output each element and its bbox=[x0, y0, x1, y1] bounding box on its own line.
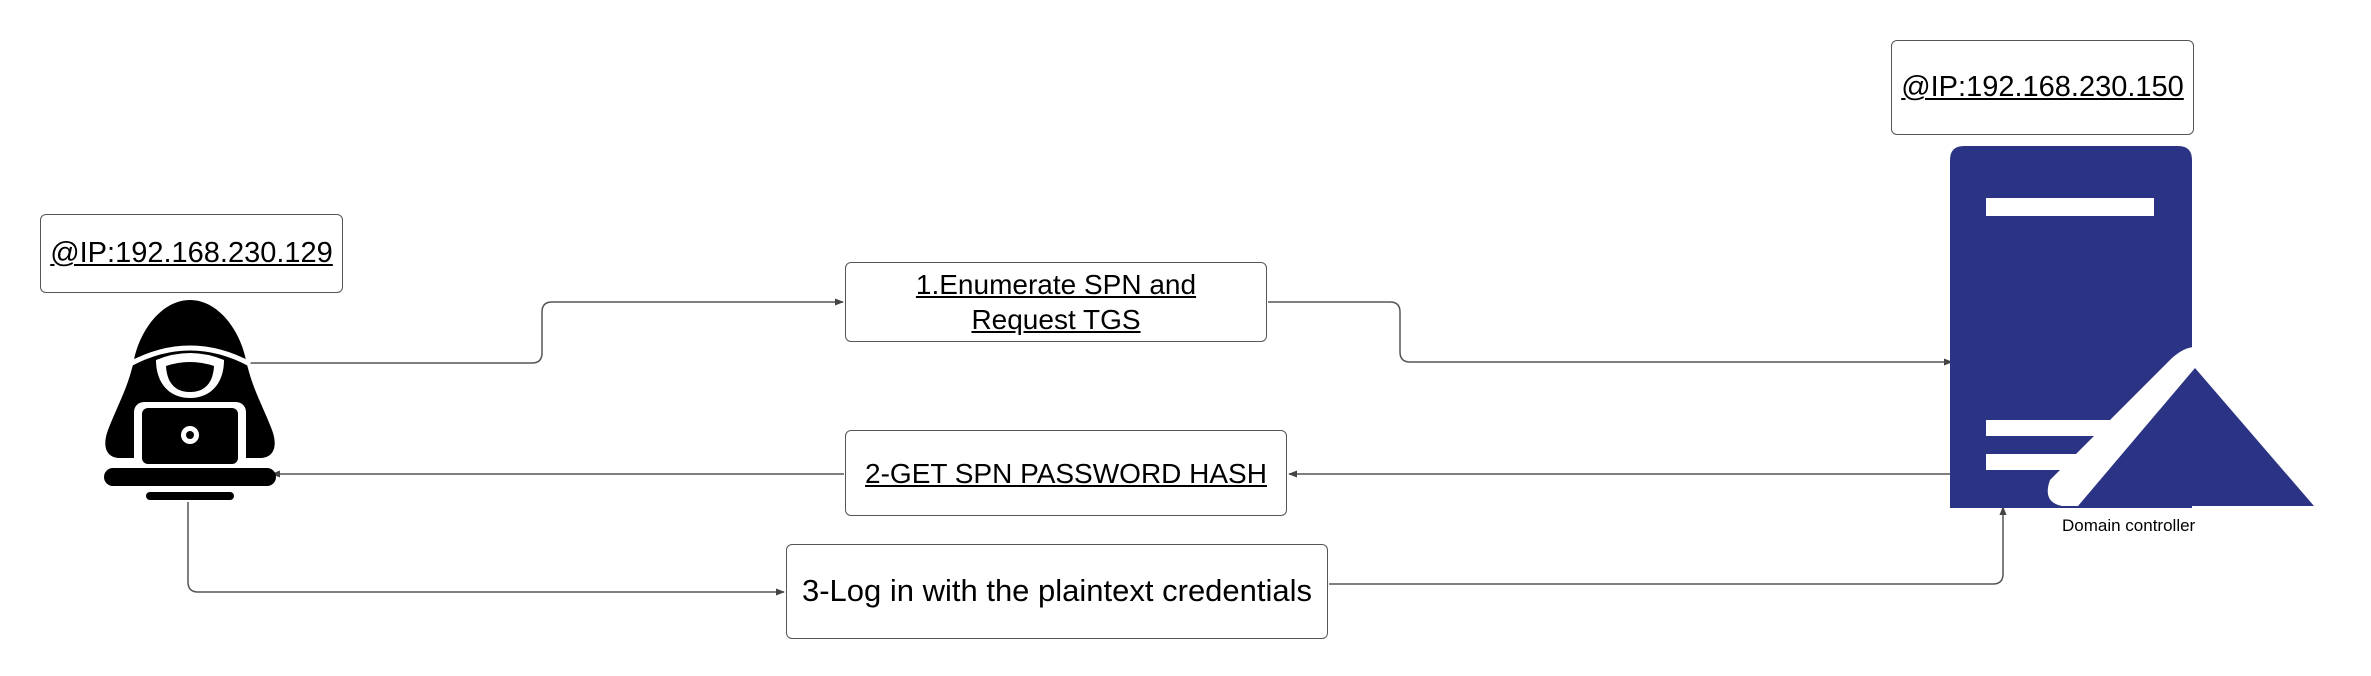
attacker-ip-label: @IP:192.168.230.129 bbox=[40, 214, 343, 293]
step2-label: 2-GET SPN PASSWORD HASH bbox=[865, 457, 1267, 489]
step3-login-plaintext: 3-Log in with the plaintext credentials bbox=[786, 544, 1328, 639]
step3-label: 3-Log in with the plaintext credentials bbox=[801, 573, 1313, 609]
arrow-step3-to-dc bbox=[1329, 506, 2007, 585]
arrow-attacker-to-step3 bbox=[187, 502, 785, 596]
dc-ip-label: @IP:192.168.230.150 bbox=[1891, 40, 2194, 135]
arrow-attacker-to-step1 bbox=[240, 298, 844, 364]
step1-line2: Request TGS bbox=[971, 304, 1141, 335]
step2-get-spn-hash: 2-GET SPN PASSWORD HASH bbox=[845, 430, 1287, 516]
domain-controller-caption: Domain controller bbox=[2062, 516, 2196, 535]
step1-enumerate-spn: 1.Enumerate SPN and Request TGS bbox=[845, 262, 1267, 342]
server-icon bbox=[1950, 146, 2314, 508]
hacker-icon bbox=[104, 300, 276, 500]
step1-line1: 1.Enumerate SPN and bbox=[915, 269, 1197, 300]
arrow-step1-to-dc bbox=[1268, 301, 1953, 366]
